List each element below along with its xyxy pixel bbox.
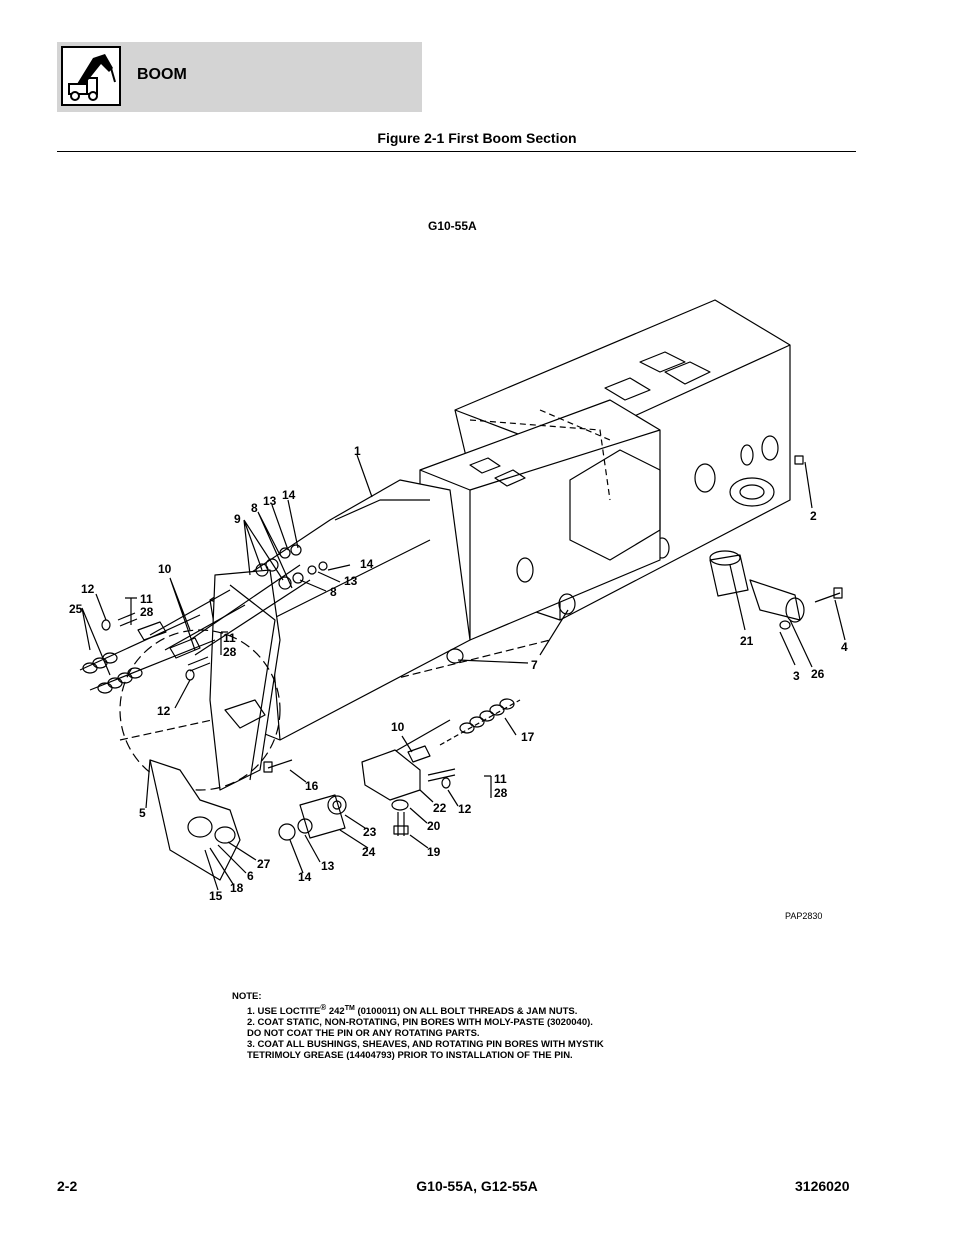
callout-14b: 14 [360,557,374,571]
callout-1: 1 [354,444,361,458]
callout-13: 13 [263,494,277,508]
callout-12c: 12 [458,802,472,816]
callout-22: 22 [433,801,447,815]
callout-12: 12 [81,582,95,596]
callout-17: 17 [521,730,535,744]
callout-10: 10 [158,562,172,576]
callout-15: 15 [209,889,223,903]
callout-2: 2 [810,509,817,523]
note-2: 2. COAT STATIC, NON-ROTATING, PIN BORES … [247,1017,593,1029]
notes-heading: NOTE: [232,991,262,1002]
callout-4: 4 [841,640,848,654]
callout-18: 18 [230,881,244,895]
callout-6: 6 [247,869,254,883]
callout-28c: 28 [494,786,508,800]
notes-block: NOTE: 1. USE LOCTITE® 242TM (0100011) ON… [232,991,604,1061]
header-band: BOOM [57,42,422,112]
callout-28: 28 [140,605,154,619]
section-title: BOOM [137,66,187,83]
telehandler-icon [61,46,121,106]
model-label: G10-55A [428,219,477,233]
callout-14c: 14 [298,870,312,884]
callout-14: 14 [282,488,296,502]
callout-9: 9 [234,512,241,526]
callout-16: 16 [305,779,319,793]
callout-20: 20 [427,819,441,833]
callout-21: 21 [740,634,754,648]
title-divider [57,151,856,152]
callout-11: 11 [140,592,153,606]
callout-26: 26 [811,667,825,681]
callout-7: 7 [531,658,538,672]
callout-23: 23 [363,825,377,839]
figure-title: Figure 2-1 First Boom Section [377,130,577,146]
note-3: 3. COAT ALL BUSHINGS, SHEAVES, AND ROTAT… [247,1039,604,1051]
callout-10b: 10 [391,720,405,734]
callout-8b: 8 [330,585,337,599]
manual-number: 3126020 [795,1178,850,1194]
callout-13c: 13 [321,859,335,873]
page-number: 2-2 [57,1178,78,1194]
callout-13b: 13 [344,574,358,588]
note-3-continued: TETRIMOLY GREASE (14404793) PRIOR TO INS… [247,1050,573,1062]
callout-27: 27 [257,857,271,871]
footer-models: G10-55A, G12-55A [416,1178,538,1194]
callout-11c: 11 [494,772,507,786]
callout-25: 25 [69,602,83,616]
callout-28b: 28 [223,645,237,659]
note-2-continued: DO NOT COAT THE PIN OR ANY ROTATING PART… [247,1028,480,1040]
callout-3: 3 [793,669,800,683]
callout-12b: 12 [157,704,171,718]
callout-24: 24 [362,845,376,859]
drawing-id: PAP2830 [785,911,822,921]
callout-11b: 11 [223,631,236,645]
note-1: 1. USE LOCTITE® 242TM (0100011) ON ALL B… [247,1003,578,1018]
callout-5: 5 [139,806,146,820]
callout-19: 19 [427,845,441,859]
callout-8: 8 [251,501,258,515]
